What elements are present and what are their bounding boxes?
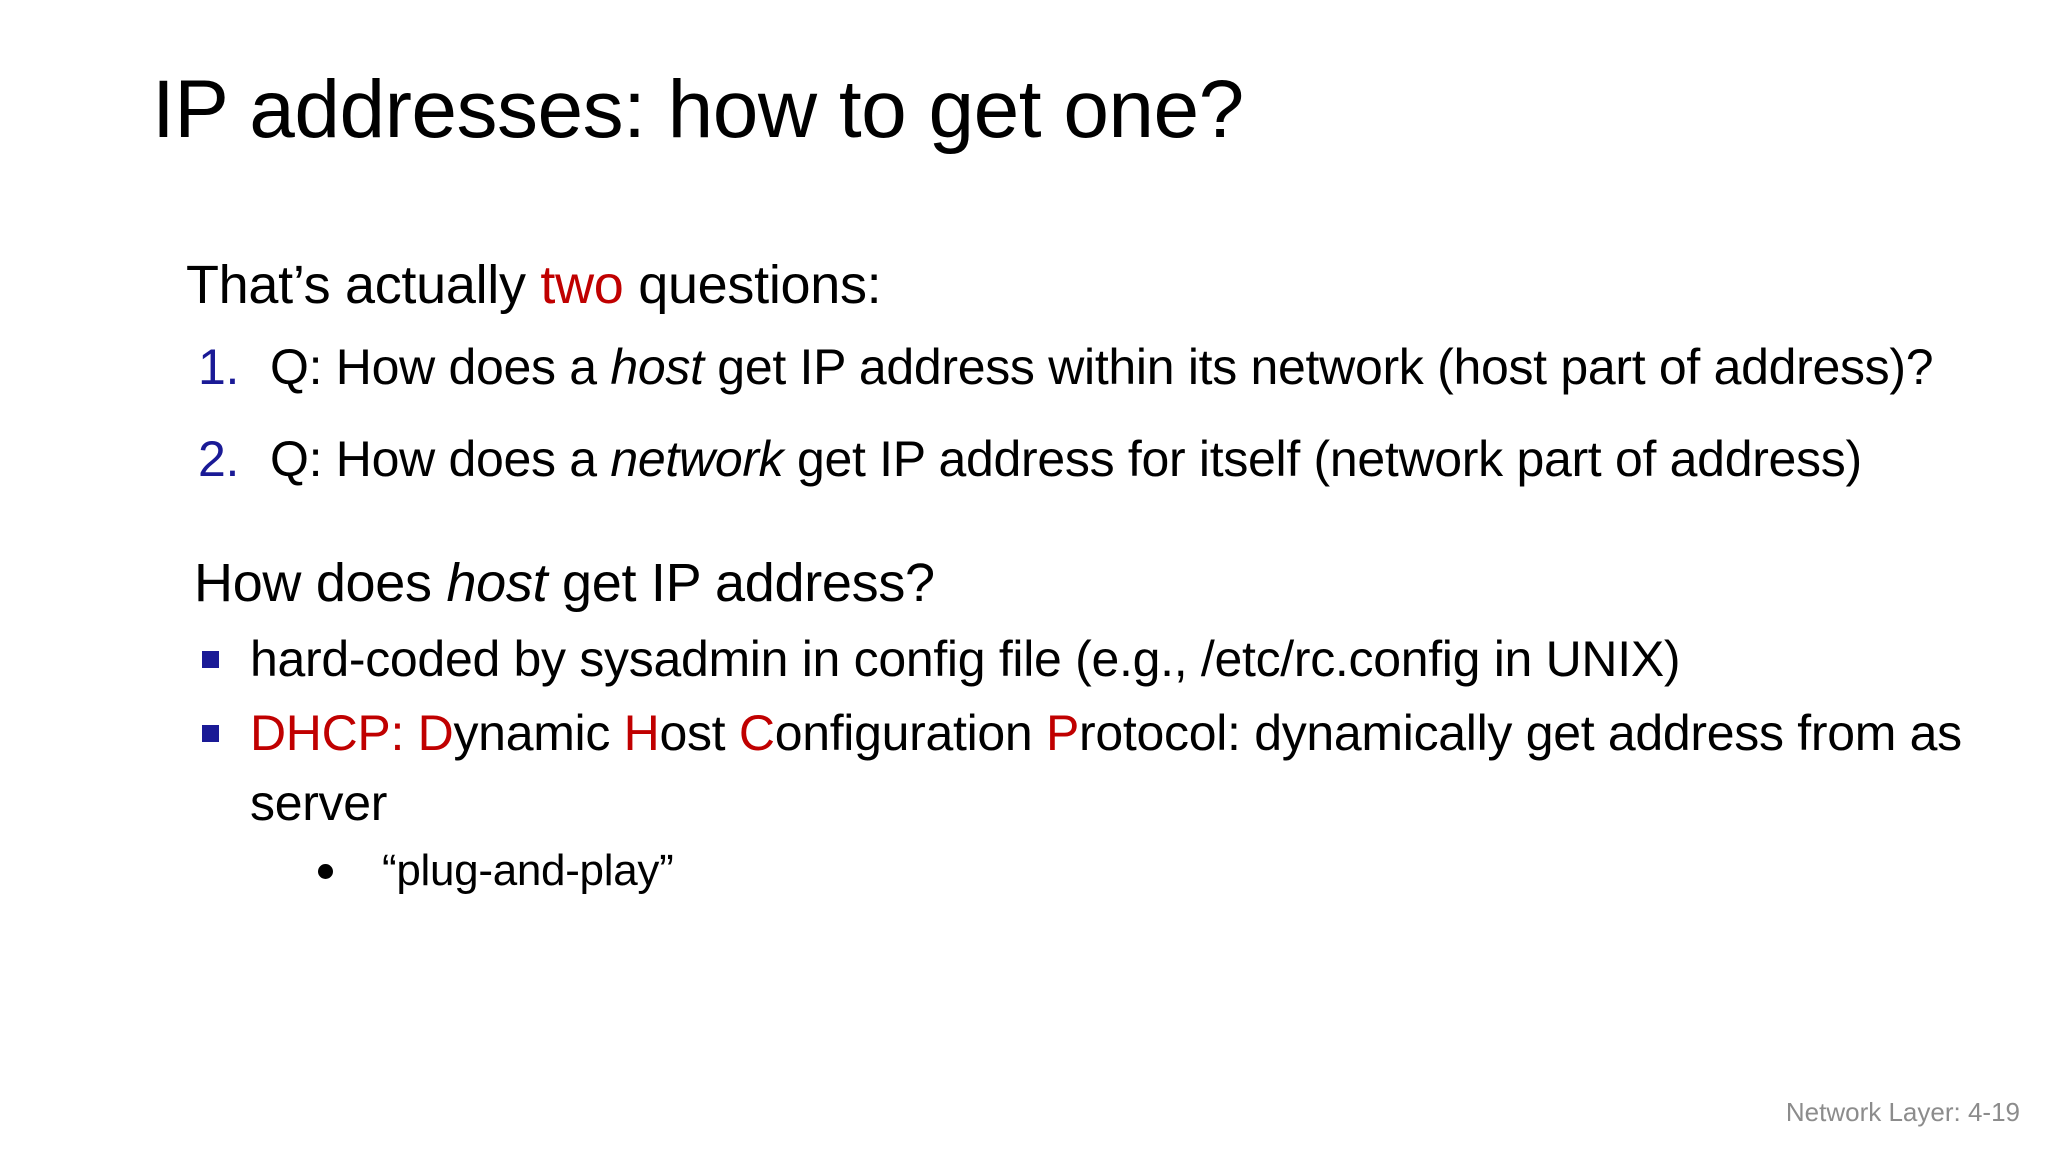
bullet-text: hard-coded by sysadmin in config file (e…: [250, 631, 1681, 687]
dhcp-word-host: ost: [659, 705, 739, 761]
bullet-list: hard-coded by sysadmin in config file (e…: [186, 624, 1986, 902]
list-item-text-post: get IP address for itself (network part …: [783, 431, 1862, 487]
slide-body: That’s actually two questions: 1. Q: How…: [186, 252, 1986, 906]
subheading-text-emphasis: host: [446, 553, 548, 613]
square-bullet-icon: [202, 651, 219, 668]
subheading-text-pre: How does: [194, 553, 447, 613]
dhcp-letter-p: P: [1045, 705, 1080, 761]
list-item-text-emphasis: host: [610, 339, 704, 395]
list-item-text-post: get IP address within its network (host …: [703, 339, 1934, 395]
lead-text-post: questions:: [623, 255, 882, 315]
subheading-text-post: get IP address?: [547, 553, 935, 613]
list-item-text-emphasis: network: [610, 431, 784, 487]
list-item: DHCP: Dynamic Host Configuration Protoco…: [186, 698, 1986, 902]
lead-text-highlight: two: [540, 255, 624, 315]
list-item-text: Q: How does a network get IP address for…: [270, 424, 1986, 494]
list-item: 2. Q: How does a network get IP address …: [186, 424, 1986, 494]
dhcp-letter-c: C: [738, 705, 775, 761]
list-item: “plug-and-play”: [250, 840, 1986, 902]
list-item-text-pre: Q: How does a: [270, 339, 611, 395]
round-bullet-icon: [318, 864, 333, 879]
bullet-text: DHCP: Dynamic Host Configuration Protoco…: [250, 705, 1962, 831]
dhcp-word-dynamic: ynamic: [453, 705, 624, 761]
dhcp-letter-h: H: [623, 705, 660, 761]
dhcp-acronym-run: DHCP:: [250, 705, 418, 761]
list-item-text-pre: Q: How does a: [270, 431, 611, 487]
slide-footer: Network Layer: 4-19: [1785, 1097, 2020, 1127]
sub-bullet-list: “plug-and-play”: [250, 840, 1986, 902]
list-item-number: 1.: [198, 339, 240, 395]
page-title: IP addresses: how to get one?: [152, 64, 1244, 155]
list-item: 1. Q: How does a host get IP address wit…: [186, 332, 1986, 402]
list-item: hard-coded by sysadmin in config file (e…: [186, 624, 1986, 694]
square-bullet-icon: [202, 725, 219, 742]
list-item-number: 2.: [198, 431, 240, 487]
list-item-text: Q: How does a host get IP address within…: [270, 332, 1986, 402]
section-subheading: How does host get IP address?: [194, 550, 1986, 616]
dhcp-word-protocol: rotocol: dynamically get address from as…: [250, 705, 1962, 831]
lead-text-pre: That’s actually: [186, 255, 541, 315]
lead-question-line: That’s actually two questions:: [186, 252, 1986, 318]
dhcp-letter-d: D: [417, 705, 454, 761]
dhcp-word-config: onfiguration: [774, 705, 1046, 761]
numbered-question-list: 1. Q: How does a host get IP address wit…: [186, 332, 1986, 494]
sub-bullet-text: “plug-and-play”: [382, 846, 674, 895]
